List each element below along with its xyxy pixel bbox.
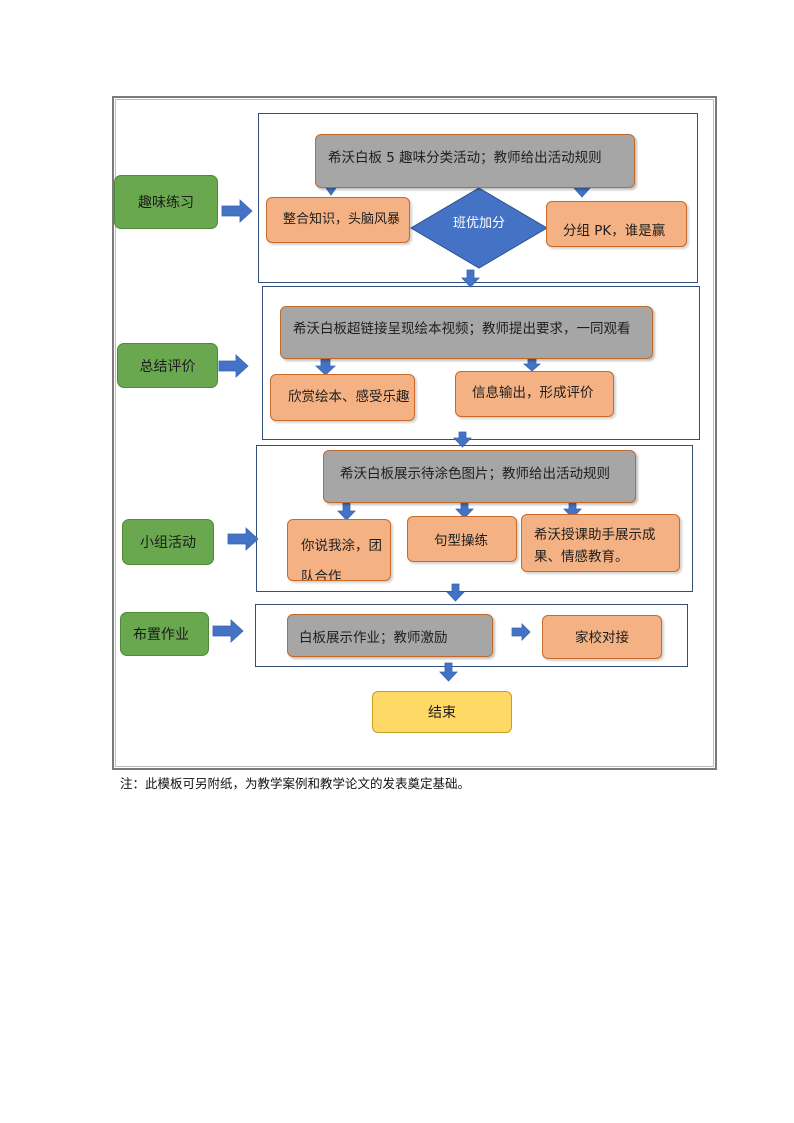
section-1-right-box: 分组 PK，谁是赢 <box>546 201 687 247</box>
down-arrow-s1-s2 <box>461 269 480 288</box>
section-2-main-box: 希沃白板超链接呈现绘本视频；教师提出要求，一同观看 <box>280 306 653 359</box>
section-4-main-text: 白板展示作业；教师激励 <box>299 630 448 646</box>
section-1-right-text: 分组 PK，谁是赢 <box>563 223 666 239</box>
down-arrow-s4-end <box>439 662 458 682</box>
section-4-right-box: 家校对接 <box>542 615 662 659</box>
section-1-left-box: 整合知识，头脑风暴 <box>266 197 410 243</box>
stage-homework: 布置作业 <box>120 612 209 656</box>
section-4-right-text: 家校对接 <box>575 630 629 646</box>
section-2-left-box: 欣赏绘本、感受乐趣 <box>270 374 415 421</box>
decision-diamond <box>410 187 548 269</box>
down-arrow-s1-right <box>573 187 591 198</box>
section-3-middle-text: 句型操练 <box>434 533 488 549</box>
section-2-left-text: 欣赏绘本、感受乐趣 <box>288 389 410 405</box>
end-box: 结束 <box>372 691 512 733</box>
down-arrow-s2-left <box>314 358 337 376</box>
footnote: 注：此模板可另附纸，为教学案例和教学论文的发表奠定基础。 <box>120 776 471 791</box>
section-1-left-text: 整合知识，头脑风暴 <box>283 212 401 227</box>
right-arrow-4 <box>212 619 244 643</box>
down-arrow-s3-left <box>337 502 356 521</box>
section-2-right-text: 信息输出，形成评价 <box>472 385 594 401</box>
section-1-main-text: 希沃白板 5 趣味分类活动；教师给出活动规则 <box>328 150 602 166</box>
section-1-diamond-label: 班优加分 <box>452 216 505 231</box>
section-2-right-box: 信息输出，形成评价 <box>455 371 614 417</box>
section-4-main-box: 白板展示作业；教师激励 <box>287 614 493 657</box>
section-3-main-text: 希沃白板展示待涂色图片；教师给出活动规则 <box>340 466 610 482</box>
section-3-right-text: 希沃授课助手展示成果、情感教育。 <box>534 527 656 565</box>
stage-fun-practice: 趣味练习 <box>114 175 218 229</box>
section-3-middle-box: 句型操练 <box>407 516 517 562</box>
down-arrow-s3-right <box>563 501 582 519</box>
down-arrow-s3-middle <box>455 501 474 519</box>
right-arrow-s4 <box>511 623 531 641</box>
right-arrow-2 <box>218 354 249 378</box>
down-arrow-s2-s3 <box>453 431 472 448</box>
down-arrow-s2-right <box>522 358 542 372</box>
section-3-left-text: 你说我涂，团队合作 <box>301 538 382 581</box>
stage-group-activity: 小组活动 <box>122 519 214 565</box>
section-1-main-box: 希沃白板 5 趣味分类活动；教师给出活动规则 <box>315 134 635 188</box>
down-arrow-s1-left <box>325 187 337 196</box>
section-3-right-box: 希沃授课助手展示成果、情感教育。 <box>521 514 680 572</box>
right-arrow-3 <box>227 527 259 551</box>
section-2-main-text: 希沃白板超链接呈现绘本视频；教师提出要求，一同观看 <box>293 321 631 337</box>
section-3-left-box: 你说我涂，团队合作 <box>287 519 391 581</box>
stage-summary-evaluation: 总结评价 <box>117 343 218 388</box>
flowchart-frame <box>112 96 717 770</box>
right-arrow-1 <box>221 199 253 223</box>
section-3-main-box: 希沃白板展示待涂色图片；教师给出活动规则 <box>323 450 636 503</box>
down-arrow-s3-s4 <box>446 583 465 602</box>
